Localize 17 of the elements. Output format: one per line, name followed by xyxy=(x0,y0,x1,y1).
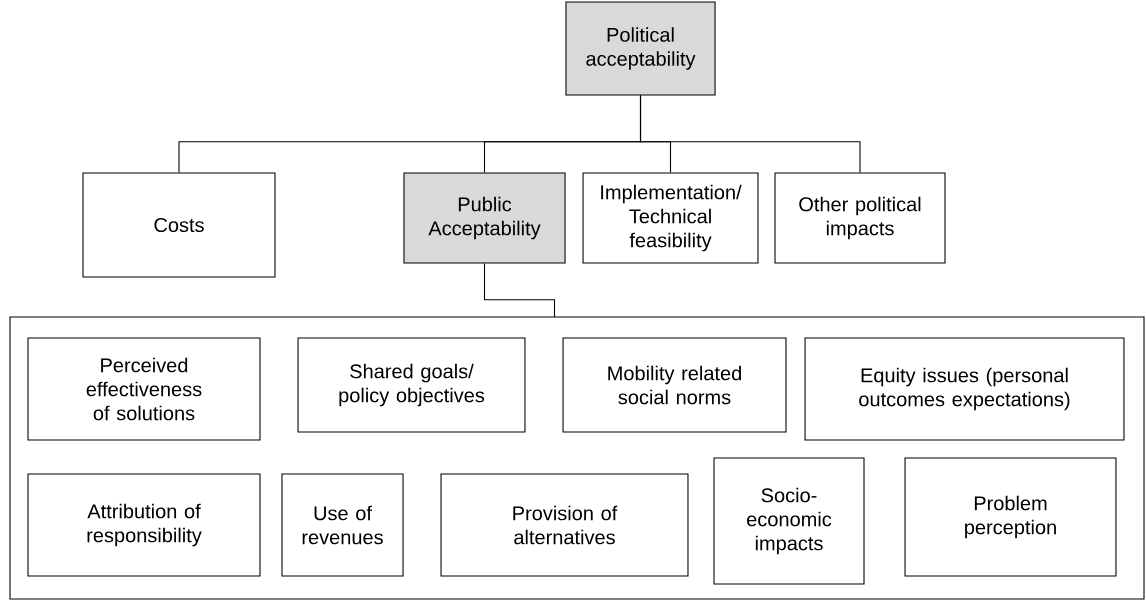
category-box: Socio-economic impacts xyxy=(713,457,865,585)
category-box: Mobility related social norms xyxy=(562,337,787,433)
category-box: Equity issues (personal outcomes expectations) xyxy=(804,337,1125,441)
category-box: Provision of alternatives xyxy=(440,473,689,577)
category-box: Other political impacts xyxy=(774,172,946,264)
category-box: Problem perception xyxy=(904,457,1117,577)
category-box: Use of revenues xyxy=(281,473,404,577)
group-box xyxy=(9,316,1145,600)
category-box: Political acceptability xyxy=(565,1,716,96)
category-box: Perceived effectiveness of solutions xyxy=(27,337,261,441)
connector-line xyxy=(483,263,556,318)
category-box: Costs xyxy=(82,172,276,278)
category-box: Implementation/ Technical feasibility xyxy=(582,172,759,264)
category-box: Attribution of responsibility xyxy=(27,473,261,577)
category-box: Public Acceptability xyxy=(403,172,566,264)
connector-line xyxy=(639,95,861,173)
category-box: Shared goals/ policy objectives xyxy=(297,337,526,433)
